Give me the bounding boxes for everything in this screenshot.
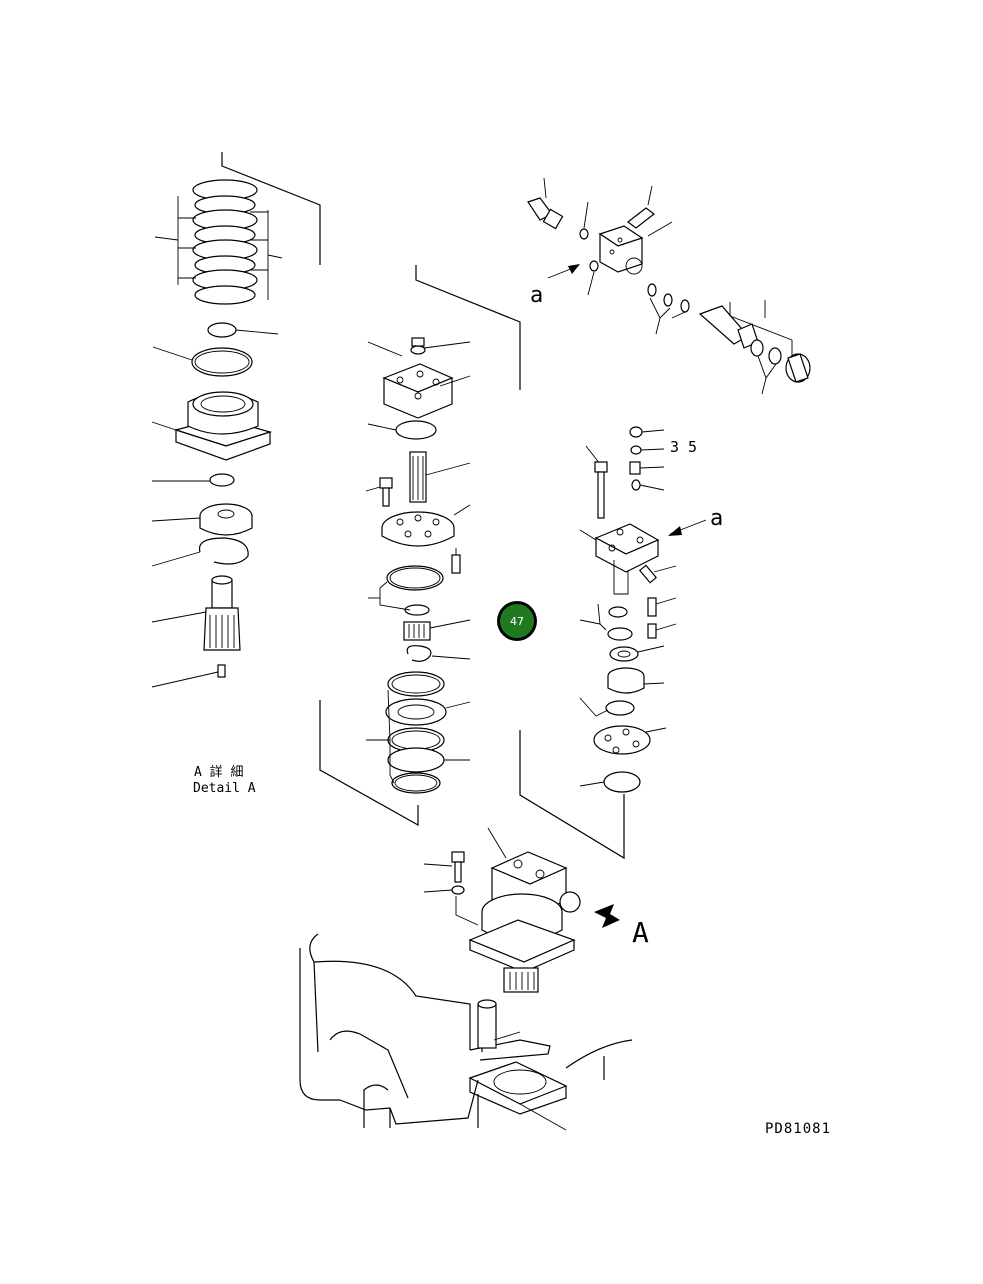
seat-ring[interactable] <box>609 646 639 662</box>
snap-ring-small[interactable] <box>209 473 235 487</box>
plug-screw[interactable] <box>638 564 658 584</box>
spool-valve[interactable] <box>698 305 759 349</box>
right-valve-group: 3 5 a <box>519 426 723 860</box>
center-valve-group <box>365 265 521 794</box>
spring-35[interactable] <box>629 461 641 475</box>
cap-small-35[interactable] <box>629 426 643 438</box>
mounting-washer[interactable] <box>451 885 465 895</box>
spool-washer-b[interactable] <box>768 347 782 365</box>
revolving-frame[interactable] <box>299 933 633 1128</box>
needle-bearing[interactable] <box>403 621 431 641</box>
spline-shaft[interactable] <box>409 451 427 503</box>
swing-motor-assembly: A <box>299 827 649 1131</box>
thrust-bearing-stack[interactable] <box>385 671 447 794</box>
valve-plate[interactable] <box>381 511 455 547</box>
plug-top[interactable] <box>410 337 426 355</box>
piston[interactable] <box>607 667 645 694</box>
view-label-A: A <box>632 916 649 949</box>
gear-stack[interactable] <box>154 179 283 305</box>
hotspot-number: 47 <box>510 615 524 628</box>
socket-bolt[interactable] <box>379 477 393 507</box>
hotspot-47[interactable]: 47 <box>497 601 537 641</box>
o-ring-set-2[interactable] <box>663 293 673 307</box>
o-ring-pair-upper[interactable] <box>386 565 444 591</box>
spring-small[interactable] <box>451 554 461 574</box>
detail-a-group: A 詳 細 Detail A <box>151 152 419 827</box>
snap-ring-center[interactable] <box>406 645 432 662</box>
ball-35[interactable] <box>631 479 641 491</box>
o-ring-large[interactable] <box>191 347 253 377</box>
planet-carrier[interactable] <box>199 503 253 536</box>
detail-title-en: Detail A <box>193 781 256 796</box>
mounting-bolt[interactable] <box>451 851 465 883</box>
label-35: 3 5 <box>670 438 697 456</box>
swing-motor[interactable] <box>468 851 581 993</box>
drawing-code: PD81081 <box>765 1121 831 1137</box>
fitting-elbow[interactable] <box>527 197 564 230</box>
washer-a[interactable] <box>608 606 628 618</box>
cover-plate-right[interactable] <box>593 725 651 755</box>
spool-washer-a[interactable] <box>750 339 764 357</box>
relief-valve-block[interactable] <box>594 523 660 573</box>
seal-disc[interactable] <box>395 420 437 440</box>
ref-label-a-right: a <box>710 506 723 531</box>
hotspot-fill <box>500 604 534 638</box>
o-ring-tiny-b[interactable] <box>589 260 599 272</box>
small-pin[interactable] <box>217 664 226 678</box>
view-arrow-A <box>594 904 620 928</box>
o-ring-35[interactable] <box>630 445 642 455</box>
spacer-disc[interactable] <box>207 322 237 338</box>
bolt-small-right[interactable] <box>627 207 655 229</box>
motor-housing[interactable] <box>173 391 273 461</box>
retaining-ring[interactable] <box>198 537 249 565</box>
washer-b[interactable] <box>607 627 633 641</box>
detail-title-jp: A 詳 細 <box>194 764 243 780</box>
long-bolt[interactable] <box>594 461 608 519</box>
pin-b[interactable] <box>647 623 657 639</box>
center-joint-pipe[interactable] <box>477 1003 497 1049</box>
cap-plug[interactable] <box>785 353 811 383</box>
top-right-valve-assembly: a <box>527 177 811 395</box>
valve-block[interactable] <box>382 363 454 419</box>
o-ring-tiny-a[interactable] <box>579 228 589 240</box>
o-ring-set-3[interactable] <box>680 299 690 313</box>
pin-a[interactable] <box>647 597 657 617</box>
valve-body-block[interactable] <box>598 225 644 275</box>
o-ring-pair-lower[interactable] <box>404 604 430 616</box>
pinion-shaft[interactable] <box>203 575 241 651</box>
o-ring-bottom-right[interactable] <box>603 771 641 793</box>
ref-label-a-top: a <box>530 283 543 308</box>
seal-disc-right[interactable] <box>605 700 635 716</box>
o-ring-set-1[interactable] <box>647 283 657 297</box>
